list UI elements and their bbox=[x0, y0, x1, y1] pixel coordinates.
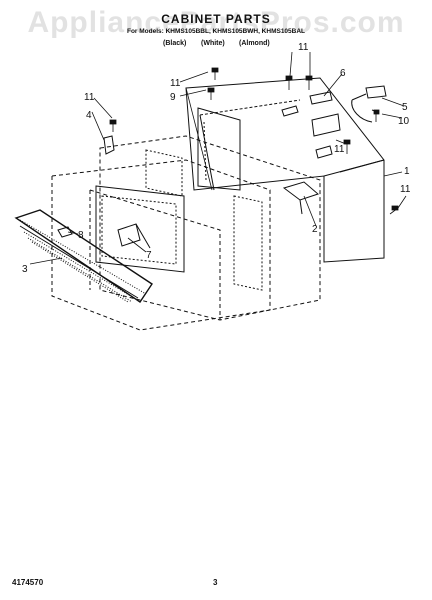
cavity-outline bbox=[51, 135, 321, 331]
callout-11: 11 bbox=[334, 144, 345, 155]
leader-11d bbox=[397, 195, 407, 209]
leader-2 bbox=[303, 195, 317, 227]
leader-3 bbox=[29, 257, 63, 265]
leader-1 bbox=[383, 171, 403, 177]
wire-harness-part-5 bbox=[351, 99, 373, 123]
top-vent-plate bbox=[311, 113, 341, 137]
leader-11f bbox=[93, 97, 113, 119]
page-title: CABINET PARTS bbox=[161, 12, 271, 26]
page-number: 3 bbox=[213, 578, 218, 587]
bracket-part-6 bbox=[309, 91, 333, 105]
callout-4: 4 bbox=[86, 110, 92, 121]
leader-6 bbox=[323, 73, 343, 97]
leader-10 bbox=[381, 113, 403, 119]
callout-11: 11 bbox=[400, 184, 411, 195]
screw-icon bbox=[389, 205, 399, 215]
variant-white: (White) bbox=[201, 40, 225, 47]
bracket-part-7 bbox=[117, 223, 141, 247]
callout-11: 11 bbox=[170, 78, 181, 89]
cavity-back-frame bbox=[145, 149, 183, 197]
screw-icon bbox=[305, 75, 313, 90]
latch-part-8 bbox=[57, 226, 73, 238]
leader-7 bbox=[127, 237, 147, 253]
callout-7: 7 bbox=[146, 250, 152, 261]
leader-9 bbox=[179, 89, 207, 97]
callout-8: 8 bbox=[78, 230, 84, 241]
screw-icon bbox=[109, 119, 117, 132]
leader-8 bbox=[67, 231, 79, 235]
screw-icon bbox=[343, 139, 351, 154]
callout-5: 5 bbox=[402, 102, 408, 113]
cabinet-side-panel bbox=[197, 107, 241, 191]
variant-almond: (Almond) bbox=[239, 40, 270, 47]
screw-icon bbox=[285, 75, 293, 90]
leader-5 bbox=[381, 97, 405, 107]
callout-11: 11 bbox=[84, 92, 95, 103]
screw-icon bbox=[373, 109, 380, 122]
callout-10: 10 bbox=[398, 116, 410, 127]
callout-9: 9 bbox=[170, 92, 176, 103]
front-grille-part-3 bbox=[14, 209, 153, 303]
callout-11: 11 bbox=[298, 42, 309, 53]
screw-icon bbox=[211, 67, 219, 80]
variant-black: (Black) bbox=[163, 40, 187, 47]
leader-4 bbox=[91, 111, 105, 141]
leader-11a bbox=[289, 51, 293, 77]
callout-2: 2 bbox=[312, 224, 318, 235]
leader-11e bbox=[179, 71, 209, 83]
model-list: For Models: KHMS105BBL, KHMS105BWH, KHMS… bbox=[126, 28, 306, 35]
callout-1: 1 bbox=[404, 166, 410, 177]
callout-3: 3 bbox=[22, 264, 28, 275]
hanger-part-4 bbox=[103, 135, 115, 155]
watermark: AppliancePartsPros.com bbox=[27, 6, 405, 39]
screw-icon bbox=[207, 87, 215, 100]
cavity-right-frame bbox=[233, 195, 263, 291]
callout-6: 6 bbox=[340, 68, 346, 79]
bracket-part-2 bbox=[282, 181, 319, 201]
document-number: 4174570 bbox=[12, 578, 44, 587]
cabinet-wrapper bbox=[185, 77, 385, 263]
